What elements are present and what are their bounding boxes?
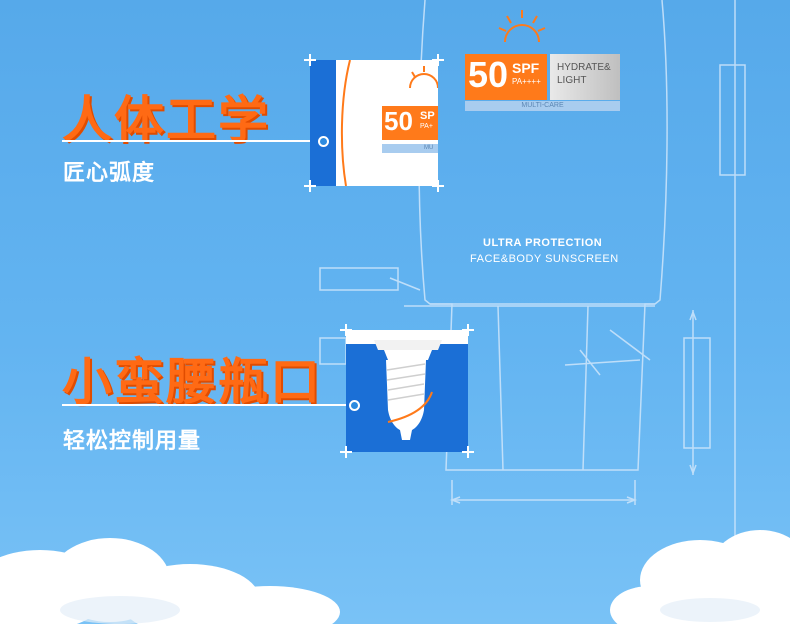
hydrate-box — [550, 54, 620, 100]
feature-1-subtitle: 匠心弧度 — [63, 161, 156, 186]
feature-2-title: 小蛮腰瓶口 — [62, 353, 322, 411]
feature-2-marker — [349, 400, 360, 411]
feature-1-title: 人体工学 — [62, 91, 270, 149]
crop-mark — [304, 54, 316, 66]
feature-2-connector — [62, 404, 352, 406]
crop-mark — [462, 324, 474, 336]
crop-mark — [304, 180, 316, 192]
zoom-multi-text: MU — [424, 145, 434, 151]
product-line-1: ULTRA PROTECTION — [483, 237, 603, 249]
multi-care-bar — [465, 101, 620, 111]
zoom-pa-text: PA+ — [420, 123, 433, 130]
hydrate-line1: HYDRATE& — [557, 62, 611, 73]
crop-mark — [340, 324, 352, 336]
spf-badge — [465, 54, 547, 100]
zoom-box-nozzle — [346, 330, 468, 452]
product-line-2: FACE&BODY SUNSCREEN — [470, 253, 619, 265]
crop-mark — [432, 54, 444, 66]
crop-mark — [340, 446, 352, 458]
zoom-box-curve: 50 SP PA+ MU — [310, 60, 438, 186]
feature-1-connector — [62, 140, 320, 142]
crop-mark — [462, 446, 474, 458]
feature-1-marker — [318, 136, 329, 147]
spf-number: 50 — [468, 54, 509, 95]
pa-text: PA++++ — [512, 77, 541, 86]
product-label: 50 SPF PA++++ HYDRATE& LIGHT MULTI-CARE — [462, 8, 622, 114]
crop-mark — [432, 180, 444, 192]
zoom-spf-number: 50 — [384, 106, 413, 136]
spf-text: SPF — [512, 60, 540, 76]
feature-2-subtitle: 轻松控制用量 — [63, 429, 202, 454]
clouds — [0, 530, 790, 624]
sun-icon — [498, 10, 546, 43]
nozzle-icon — [346, 330, 468, 440]
zoom-spf-text: SP — [420, 110, 435, 122]
hydrate-line2: LIGHT — [557, 75, 587, 86]
multi-care-text: MULTI-CARE — [521, 102, 564, 109]
